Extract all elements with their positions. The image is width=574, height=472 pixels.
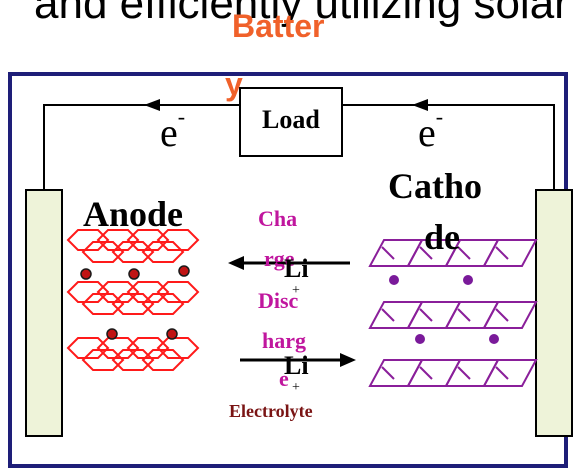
li-ion-plus-bottom: + <box>292 380 300 395</box>
lattice-diagonal <box>495 308 509 322</box>
anode-graphite-layers <box>66 229 200 371</box>
charge-label-line-1: Cha <box>258 206 298 231</box>
cathode-lattice-cell <box>482 239 538 267</box>
lattice-diagonal <box>381 308 395 322</box>
electron-left-charge: - <box>177 103 186 129</box>
electron-left-symbol: e <box>160 110 178 155</box>
lattice-diagonal <box>457 308 471 322</box>
intro-text: and efficiently utilizing solar <box>34 0 569 28</box>
electron-left-label: e- <box>160 105 185 155</box>
graphite-hexagon <box>111 293 155 315</box>
graphite-hexagon <box>141 293 185 315</box>
cathode-lithium-ions <box>389 275 499 344</box>
graphite-hexagon <box>111 241 155 263</box>
load-label: Load <box>262 105 320 134</box>
anode-label: Anode <box>83 194 184 234</box>
lithium-ion-dot <box>178 265 190 277</box>
electron-right-charge: - <box>435 103 444 129</box>
electron-right-label: e- <box>418 105 443 155</box>
lattice-diagonal <box>419 308 433 322</box>
cathode-lattice-layers <box>368 239 538 387</box>
graphite-hexagon <box>126 281 170 303</box>
li-ion-label-bottom: Li <box>284 351 309 380</box>
external-wire-left <box>43 104 240 190</box>
cathode-lattice-cell <box>482 301 538 329</box>
lattice-diagonal <box>495 246 509 260</box>
graphite-hexagon <box>66 281 110 303</box>
lithium-ion-dot <box>128 268 140 280</box>
graphite-hexagon <box>66 337 110 359</box>
lithium-ion-dot <box>389 275 399 285</box>
load-box <box>239 87 343 157</box>
discharge-arrow-head <box>340 353 356 367</box>
graphite-hexagon <box>141 241 185 263</box>
lattice-diagonal <box>457 366 471 380</box>
electron-flow-arrow-right <box>412 99 428 111</box>
lithium-ion-dot <box>166 328 178 340</box>
cathode-electrode <box>535 189 573 437</box>
graphite-hexagon <box>96 281 140 303</box>
lithium-ion-dot <box>106 328 118 340</box>
charge-label-line-2: rge <box>264 246 295 271</box>
anode-lithium-ions <box>80 265 190 340</box>
cathode-label-line-2: de <box>424 217 460 257</box>
charge-arrow-head <box>228 256 244 270</box>
discharge-label-line-1: Disc <box>258 288 299 313</box>
lattice-diagonal <box>495 366 509 380</box>
graphite-hexagon <box>111 349 155 371</box>
lattice-diagonal <box>457 246 471 260</box>
graphite-hexagon <box>96 229 140 251</box>
graphite-hexagon <box>81 241 125 263</box>
electron-right-symbol: e <box>418 110 436 155</box>
lithium-ion-dot <box>80 268 92 280</box>
title-line-1: Batter <box>232 8 325 44</box>
graphite-hexagon <box>141 349 185 371</box>
lithium-ion-dot <box>489 334 499 344</box>
li-ion-label-top: Li <box>284 254 309 283</box>
electron-flow-arrow-left <box>144 99 160 111</box>
graphite-hexagon <box>126 229 170 251</box>
lattice-diagonal <box>381 366 395 380</box>
lithium-ion-dot <box>463 275 473 285</box>
lattice-diagonal <box>419 246 433 260</box>
lattice-diagonal <box>419 366 433 380</box>
graphite-hexagon <box>156 229 200 251</box>
discharge-label-line-3: e <box>279 366 289 391</box>
cathode-lattice-cell <box>482 359 538 387</box>
graphite-hexagon <box>81 349 125 371</box>
lithium-ion-dot <box>415 334 425 344</box>
cathode-label-line-1: Catho <box>388 166 483 206</box>
anode-electrode <box>25 189 63 437</box>
li-ion-plus-top: + <box>292 283 300 298</box>
graphite-hexagon <box>156 281 200 303</box>
title-line-2: y <box>225 66 243 102</box>
graphite-hexagon <box>66 229 110 251</box>
graphite-hexagon <box>81 293 125 315</box>
discharge-label-line-2: harg <box>262 328 306 353</box>
electrolyte-label: Electrolyte <box>229 401 313 421</box>
graphite-hexagon <box>126 337 170 359</box>
lattice-diagonal <box>381 246 395 260</box>
